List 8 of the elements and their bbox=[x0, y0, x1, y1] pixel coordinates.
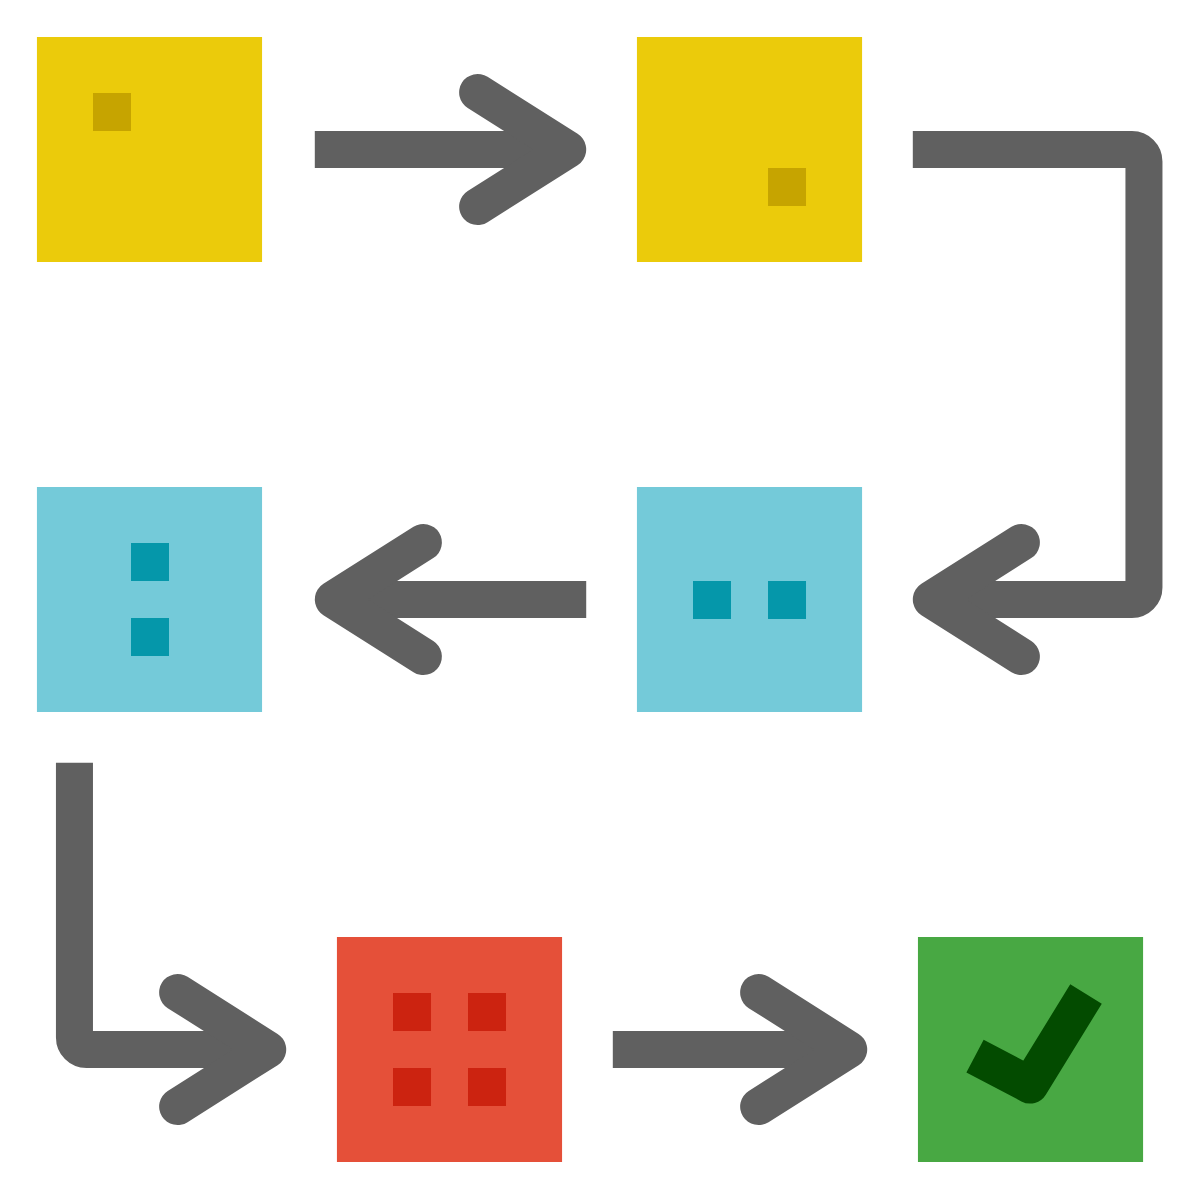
arrow bbox=[912, 131, 1163, 676]
step-box bbox=[636, 486, 863, 713]
step-box bbox=[36, 486, 263, 713]
arrow bbox=[55, 762, 287, 1126]
step-box bbox=[36, 36, 263, 263]
step-box bbox=[636, 36, 863, 263]
arrow bbox=[314, 73, 587, 226]
arrow bbox=[314, 523, 587, 676]
